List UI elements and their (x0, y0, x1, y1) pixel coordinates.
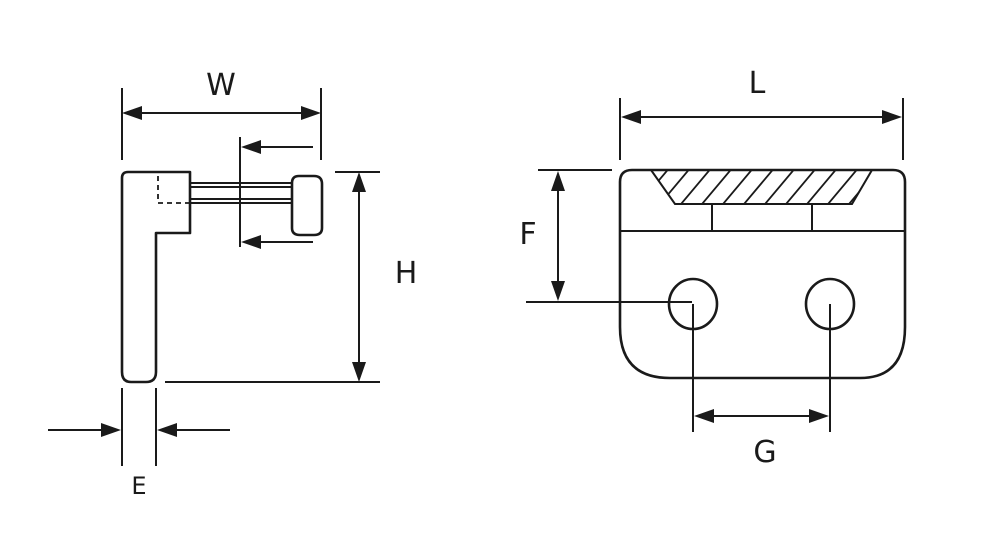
arrowhead (122, 106, 142, 120)
arrowhead (352, 362, 366, 382)
pin-knob (290, 174, 324, 237)
dimension-label-f: F (519, 217, 536, 252)
dimension-label-l: L (749, 66, 766, 101)
front-view-body (618, 168, 907, 380)
arrowhead (241, 235, 261, 249)
arrowhead (101, 423, 121, 437)
arrowhead (809, 409, 829, 423)
arrowhead (241, 140, 261, 154)
dimension-label-h: H (395, 256, 418, 291)
arrowhead (301, 106, 321, 120)
side-view-body (120, 170, 192, 384)
arrowhead (551, 281, 565, 301)
front-view: L F G (519, 66, 907, 470)
arrowhead (694, 409, 714, 423)
hatch-pattern (651, 170, 872, 204)
arrowhead (157, 423, 177, 437)
dimension-label-w: W (206, 68, 236, 103)
dimension-label-e: E (131, 472, 146, 500)
arrowhead (621, 110, 641, 124)
arrowhead (882, 110, 902, 124)
hatched-wedge (649, 169, 874, 205)
side-view: W H E (48, 68, 417, 500)
dimension-label-g: G (753, 435, 776, 470)
arrowhead (352, 172, 366, 192)
arrowhead (551, 171, 565, 191)
